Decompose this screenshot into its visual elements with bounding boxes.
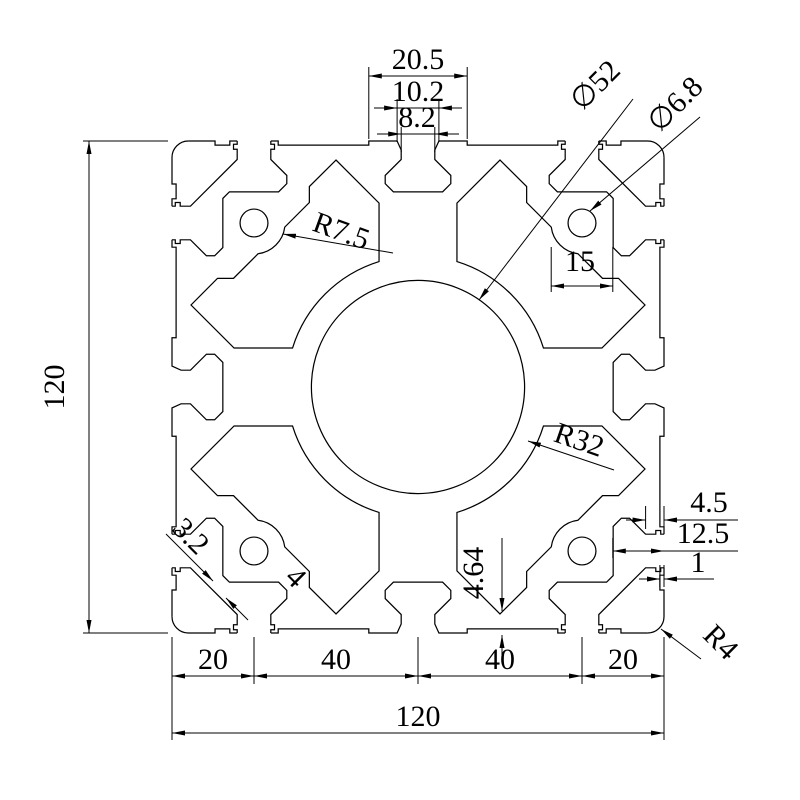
corner-hole-top-left <box>239 208 269 238</box>
dim-center-bore-leader <box>478 98 634 301</box>
corner-cavity-bottom-right <box>549 518 664 633</box>
dim-top-boss-width <box>368 67 468 139</box>
corner-hole-top-right <box>567 208 597 238</box>
center-bore-circle <box>310 279 526 495</box>
dim-lip-depth <box>626 506 738 529</box>
profile-edge-bottom <box>172 582 648 633</box>
dim-slot-depth <box>612 538 738 558</box>
label-web-width: 15 <box>565 245 595 278</box>
dim-wall-b-leader <box>225 597 249 621</box>
corner-cavity-top-left <box>172 141 287 256</box>
label-slot-depth: 12.5 <box>677 517 730 550</box>
dim-corner-boss-radius-leader <box>282 233 394 254</box>
profile-edge-right <box>613 157 664 633</box>
label-seg-b: 40 <box>321 643 351 676</box>
dim-bottom-segments <box>171 637 665 740</box>
label-opening-inner: 8.2 <box>398 101 436 134</box>
corner-hole-bottom-left <box>239 536 269 566</box>
label-seg-d: 20 <box>608 643 638 676</box>
label-rim-step: 1 <box>691 546 706 579</box>
corner-cavity-top-right <box>549 141 664 256</box>
label-seg-a: 20 <box>198 643 228 676</box>
corner-hole-bottom-right <box>567 536 597 566</box>
label-face-web: 4.64 <box>457 547 490 600</box>
label-wall-a: 3.2 <box>166 511 216 561</box>
label-corner-boss-radius: R7.5 <box>309 206 374 257</box>
dim-overall-height <box>83 140 168 634</box>
profile-outline <box>172 141 664 633</box>
dim-corner-radius-leader <box>660 628 702 660</box>
dim-center-web-radius-leader <box>527 440 615 471</box>
label-overall-width: 120 <box>396 700 441 733</box>
label-lip-depth: 4.5 <box>690 486 728 519</box>
dim-rim-step <box>639 565 714 587</box>
label-boss-width: 20.5 <box>392 43 445 76</box>
label-center-web-radius: R32 <box>550 416 608 463</box>
dim-web-width <box>550 247 614 292</box>
profile-edge-top <box>188 141 664 192</box>
label-overall-height: 120 <box>38 365 71 410</box>
label-opening-outer: 10.2 <box>392 75 445 108</box>
label-corner-radius: R4 <box>697 618 745 666</box>
label-wall-b: 4 <box>279 560 313 594</box>
dim-top-opening-inner <box>377 127 459 152</box>
label-seg-c: 40 <box>485 643 515 676</box>
label-corner-hole: ∅6.8 <box>641 70 709 138</box>
label-center-bore: ∅52 <box>564 54 627 117</box>
band-cavity-top-left <box>191 160 379 348</box>
dim-corner-hole-leader <box>589 116 701 212</box>
dim-wall-a-leader <box>165 533 214 582</box>
